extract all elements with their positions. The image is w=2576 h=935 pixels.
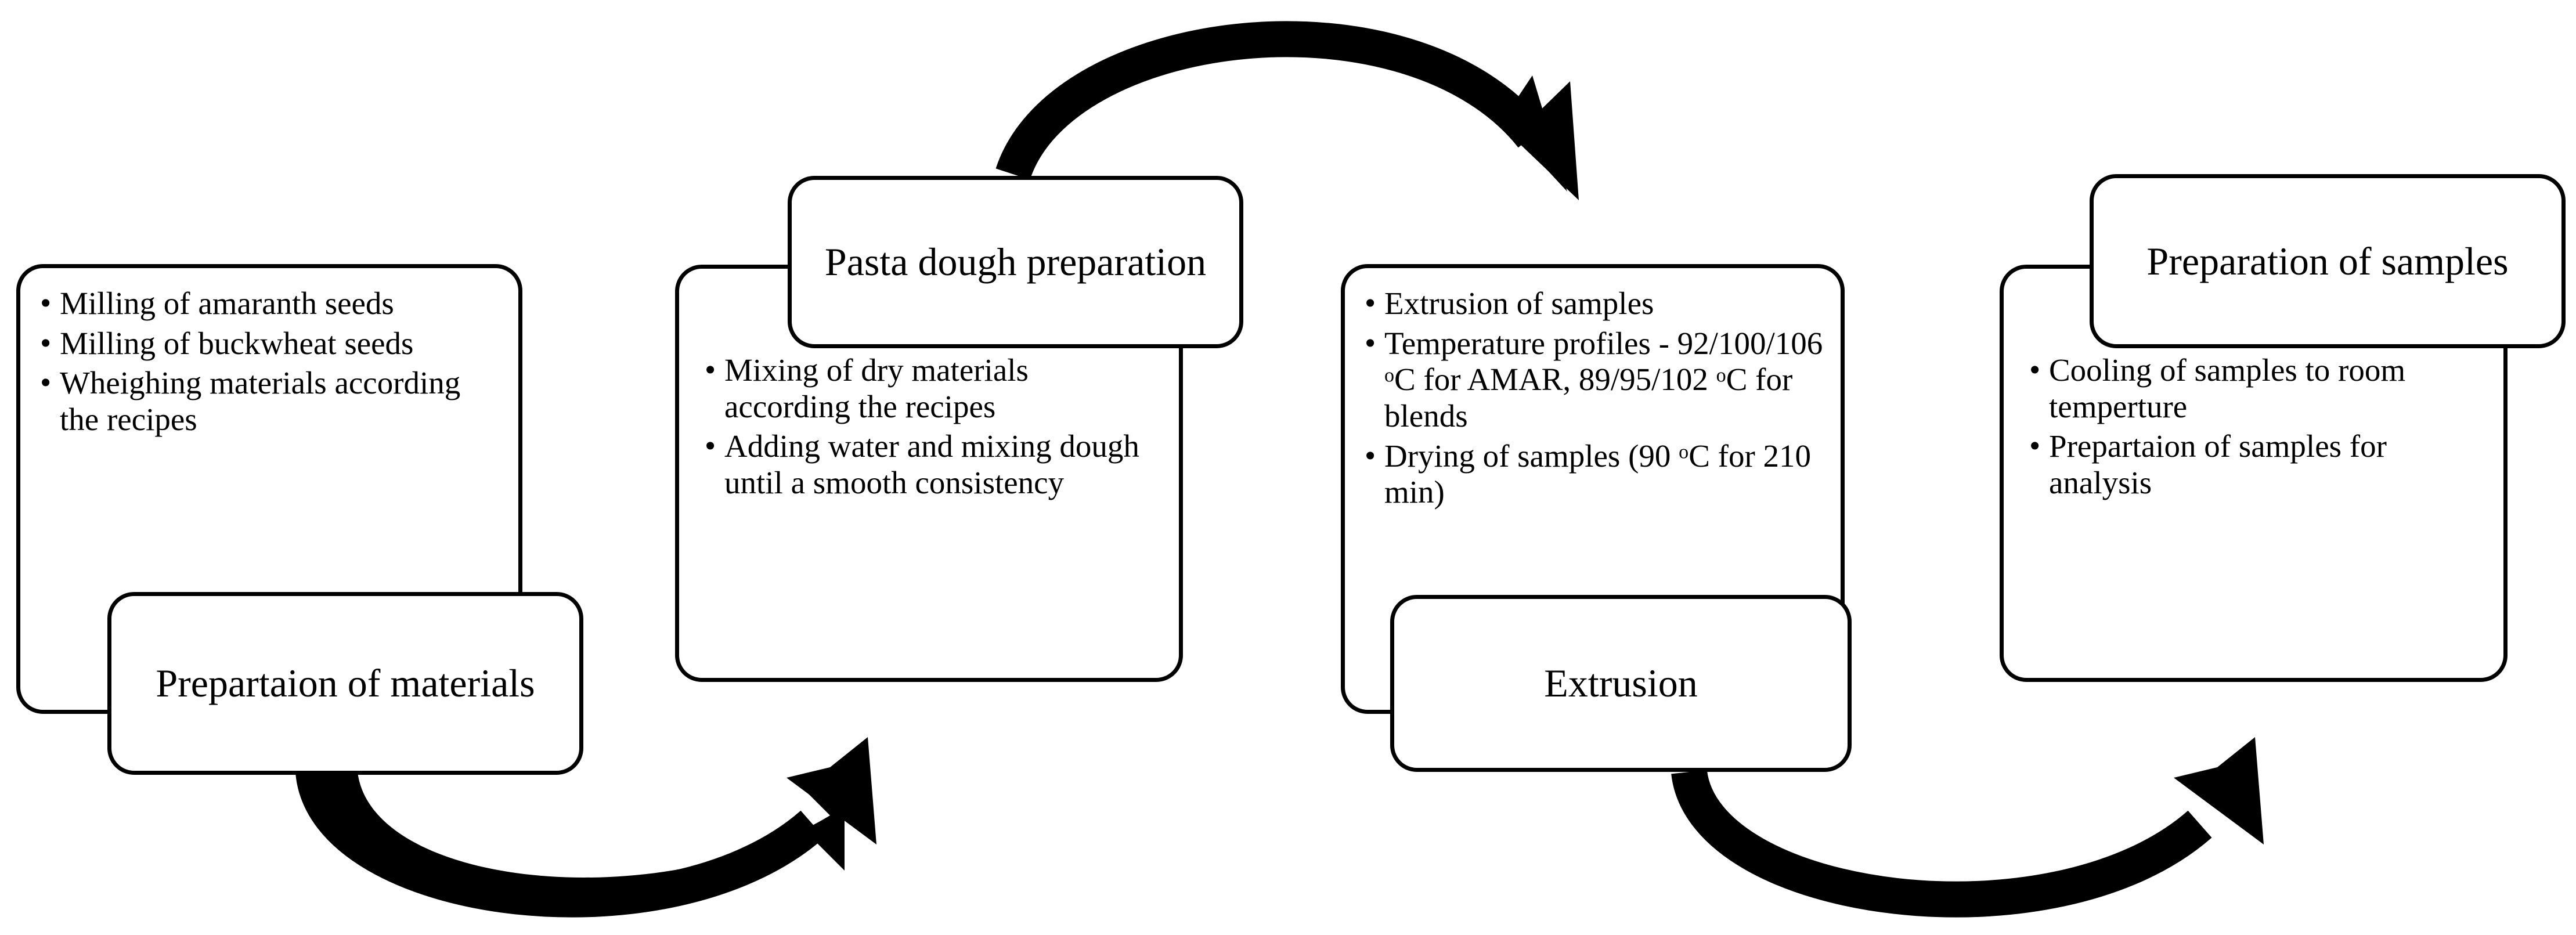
list-item: Cooling of samples to room temperture xyxy=(2026,352,2490,425)
stage-bullets-samples: Cooling of samples to room temperture Pr… xyxy=(2026,352,2490,505)
stage-label-samples: Preparation of samples xyxy=(2146,239,2509,283)
list-item: Milling of amaranth seeds xyxy=(37,285,501,322)
bullet-list: Mixing of dry materials according the re… xyxy=(701,352,1160,501)
list-item: Drying of samples (90 oC for 210 min) xyxy=(1361,438,1825,511)
list-item: Milling of buckwheat seeds xyxy=(37,325,501,362)
stage-label-box-materials[interactable]: Prepartaion of materials xyxy=(107,592,583,775)
stage-label-dough: Pasta dough preparation xyxy=(824,240,1207,284)
stage-label-box-dough[interactable]: Pasta dough preparation xyxy=(788,176,1243,348)
list-item: Adding water and mixing dough until a sm… xyxy=(701,428,1160,501)
list-item: Wheighing materials according the recipe… xyxy=(37,364,501,438)
stage-bullets-extrusion: Extrusion of samples Temperature profile… xyxy=(1361,285,1825,514)
stage-label-extrusion: Extrusion xyxy=(1544,661,1698,706)
bullet-list: Milling of amaranth seeds Milling of buc… xyxy=(37,285,501,438)
stage-label-materials: Prepartaion of materials xyxy=(156,661,535,706)
list-item: Extrusion of samples xyxy=(1361,285,1825,322)
stage-bullets-materials: Milling of amaranth seeds Milling of buc… xyxy=(37,285,501,442)
list-item: Temperature profiles - 92/100/106 oC for… xyxy=(1361,325,1825,435)
bullet-list: Cooling of samples to room temperture Pr… xyxy=(2026,352,2490,501)
bullet-list: Extrusion of samples Temperature profile… xyxy=(1361,285,1825,511)
stage-bullets-dough: Mixing of dry materials according the re… xyxy=(701,352,1160,505)
list-item: Prepartaion of samples for analysis xyxy=(2026,428,2490,501)
list-item: Mixing of dry materials according the re… xyxy=(701,352,1160,425)
stage-label-box-samples[interactable]: Preparation of samples xyxy=(2090,174,2566,348)
stage-label-box-extrusion[interactable]: Extrusion xyxy=(1390,595,1852,772)
